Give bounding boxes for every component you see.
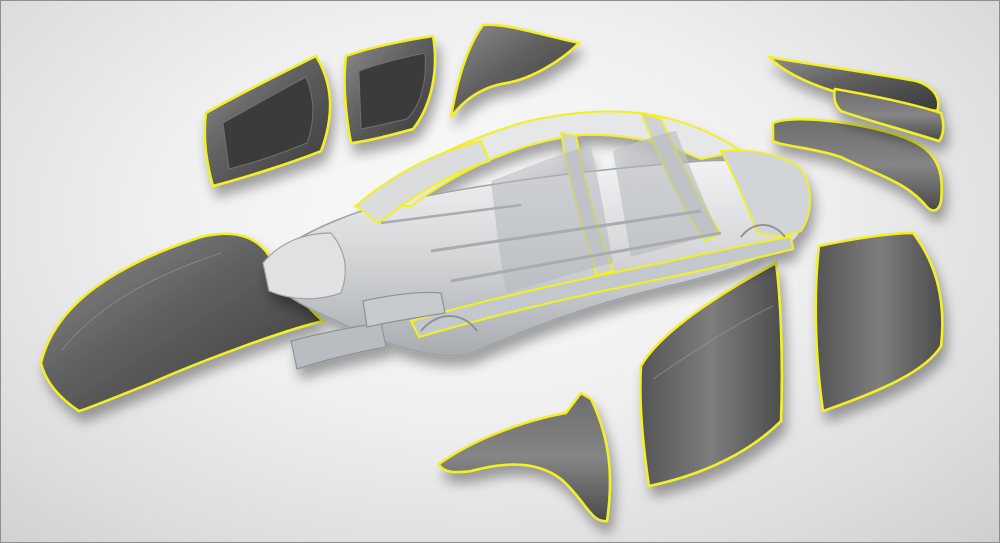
rear-door bbox=[814, 231, 944, 413]
rear-fender-inner bbox=[449, 23, 582, 118]
rear-quarter-panel bbox=[771, 118, 943, 212]
door-inner-panel-front bbox=[203, 54, 332, 188]
front-door bbox=[639, 261, 784, 488]
rear-bumper-panel bbox=[833, 87, 945, 143]
front-fender bbox=[437, 391, 612, 523]
body-in-white-frame bbox=[262, 110, 811, 370]
door-inner-panel-rear bbox=[343, 34, 437, 145]
hood bbox=[39, 232, 326, 413]
